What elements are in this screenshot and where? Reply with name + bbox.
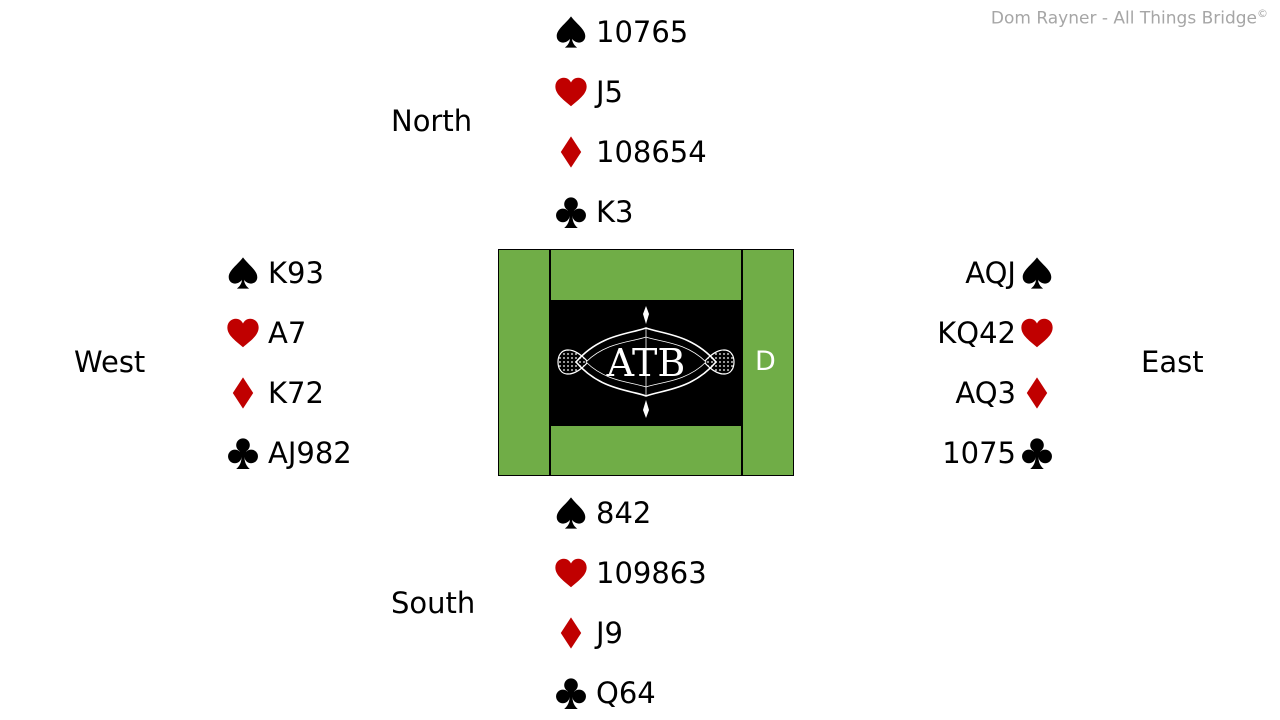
seat-name-south: South <box>391 586 476 620</box>
west-spades: K93 <box>268 256 324 290</box>
north-clubs-row: K3 <box>554 190 633 234</box>
south-clubs: Q64 <box>596 676 656 710</box>
spade-icon <box>554 496 588 530</box>
diamond-icon <box>554 616 588 650</box>
club-icon <box>554 195 588 229</box>
copyright-text: Dom Rayner - All Things Bridge <box>990 8 1257 29</box>
north-hearts: J5 <box>596 75 624 109</box>
diamond-icon <box>1020 376 1054 410</box>
seat-name-west: West <box>74 345 146 379</box>
east-clubs: 1075 <box>942 436 1016 470</box>
west-spades-row: K93 <box>226 251 324 295</box>
copyright-symbol: © <box>1257 7 1268 20</box>
club-icon <box>1020 436 1054 470</box>
seat-name-east: East <box>1141 345 1204 379</box>
north-hand: 10765 J5 108654 K3 <box>554 10 754 236</box>
east-hand: AQJ KQ42 AQ3 1075 <box>854 251 1054 477</box>
north-spades: 10765 <box>596 15 689 49</box>
south-hearts-row: 109863 <box>554 551 707 595</box>
seat-name-north: North <box>391 104 473 138</box>
west-clubs: AJ982 <box>268 436 352 470</box>
east-diamonds-row: AQ3 <box>955 371 1054 415</box>
atb-logo-graphic: ATB <box>557 306 735 418</box>
north-clubs: K3 <box>596 195 634 229</box>
heart-icon <box>554 75 588 109</box>
club-icon <box>554 676 588 710</box>
west-hand: K93 A7 K72 AJ982 <box>226 251 426 477</box>
heart-icon <box>554 556 588 590</box>
north-diamonds-row: 108654 <box>554 130 707 174</box>
south-diamonds-row: J9 <box>554 611 623 655</box>
spade-icon <box>226 256 260 290</box>
diamond-icon <box>226 376 260 410</box>
west-clubs-row: AJ982 <box>226 431 352 475</box>
north-spades-row: 10765 <box>554 10 688 54</box>
east-hearts-row: KQ42 <box>937 311 1054 355</box>
west-hearts: A7 <box>268 316 307 350</box>
heart-icon <box>226 316 260 350</box>
south-clubs-row: Q64 <box>554 671 656 715</box>
east-hearts: KQ42 <box>937 316 1016 350</box>
south-spades: 842 <box>596 496 652 530</box>
east-spades-row: AQJ <box>965 251 1054 295</box>
south-hand: 842 109863 J9 Q64 <box>554 491 754 717</box>
east-diamonds: AQ3 <box>955 376 1016 410</box>
north-diamonds: 108654 <box>596 135 707 169</box>
table-divider-left <box>549 250 551 475</box>
north-hearts-row: J5 <box>554 70 623 114</box>
east-clubs-row: 1075 <box>942 431 1054 475</box>
west-hearts-row: A7 <box>226 311 306 355</box>
heart-icon <box>1020 316 1054 350</box>
south-hearts: 109863 <box>596 556 707 590</box>
bridge-table: ATB D <box>498 249 794 476</box>
diamond-icon <box>554 135 588 169</box>
west-diamonds-row: K72 <box>226 371 324 415</box>
dealer-marker: D <box>755 346 776 377</box>
south-diamonds: J9 <box>596 616 624 650</box>
spade-icon <box>1020 256 1054 290</box>
east-spades: AQJ <box>965 256 1016 290</box>
west-diamonds: K72 <box>268 376 324 410</box>
club-icon <box>226 436 260 470</box>
south-spades-row: 842 <box>554 491 651 535</box>
atb-logo-text: ATB <box>606 341 686 385</box>
spade-icon <box>554 15 588 49</box>
copyright-notice: Dom Rayner - All Things Bridge© <box>991 7 1268 29</box>
atb-logo: ATB <box>550 300 742 426</box>
